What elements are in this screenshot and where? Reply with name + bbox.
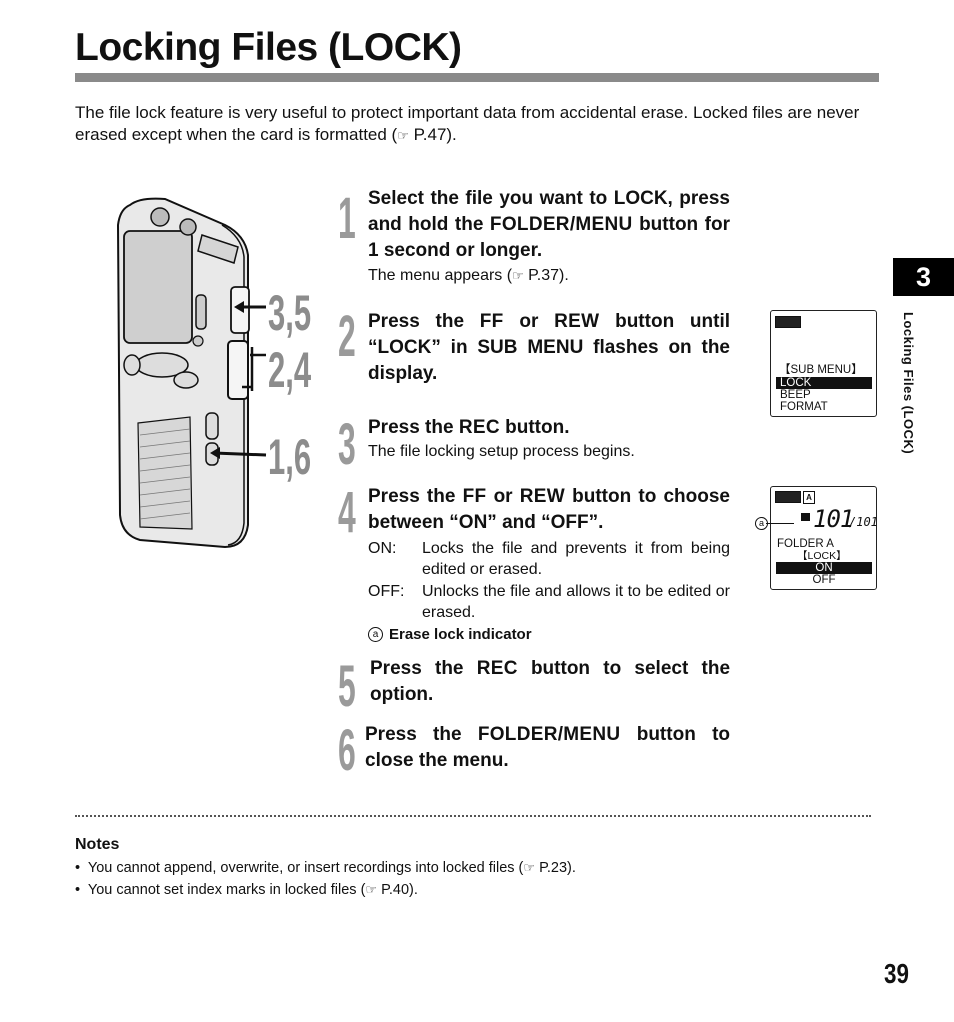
step-4-keyword-rew: REW: [519, 486, 565, 507]
step-4-text-a: Press the: [368, 486, 463, 507]
step-4-keyword-ff: FF: [462, 486, 487, 507]
on-label: ON:: [368, 540, 397, 557]
note-text-a: You cannot append, overwrite, or insert …: [87, 860, 524, 876]
step-3-keyword: REC: [458, 417, 500, 438]
title-rule: [75, 73, 879, 82]
lcd-folder-label: FOLDER A: [777, 538, 834, 550]
step-1-sub-a: The menu appears (: [368, 267, 513, 284]
step-1-heading: Select the file you want to LOCK, press …: [368, 186, 730, 264]
step-5-text-b: button to select the option.: [370, 658, 731, 705]
step-5-heading: Press the REC button to select the optio…: [370, 656, 730, 708]
step-number-6: 6: [338, 718, 356, 783]
step-1-text-b: button for 1 second or longer.: [368, 214, 730, 261]
erase-lock-legend: a Erase lock indicator: [368, 626, 730, 643]
note-item: • You cannot append, overwrite, or inser…: [75, 860, 576, 876]
lcd-lock-label: 【LOCK】: [797, 550, 847, 562]
step-4-text-mid: or: [486, 486, 520, 507]
marker-leader-line: [766, 523, 794, 524]
step-4-on-row: ON: Locks the file and prevents it from …: [368, 538, 730, 580]
page-number: 39: [884, 958, 909, 989]
step-1-sub-b: P.37).: [523, 267, 569, 284]
step-6: Press the FOLDER/MENU button to close th…: [365, 722, 730, 774]
step-number-4: 4: [338, 480, 356, 545]
erase-lock-label: Erase lock indicator: [389, 626, 532, 643]
note-item: • You cannot set index marks in locked f…: [75, 882, 418, 898]
step-4-off-row: OFF: Unlocks the file and allows it to b…: [368, 581, 730, 623]
step-4: Press the FF or REW button to choose bet…: [368, 484, 730, 643]
erase-lock-icon: [801, 513, 810, 521]
callout-2-4: 2,4: [268, 342, 312, 398]
reference-icon: ☞: [397, 128, 409, 143]
callout-3-5: 3,5: [268, 285, 312, 341]
lcd-sub-menu: 【SUB MENU】 LOCK BEEP FORMAT: [770, 310, 877, 417]
note-text-b: P.40).: [377, 882, 418, 898]
notes-separator: [75, 815, 871, 817]
step-3: Press the REC button. The file locking s…: [368, 415, 730, 462]
step-4-text-b: button to choose between “ON” and “OFF”.: [368, 486, 730, 533]
step-1: Select the file you want to LOCK, press …: [368, 186, 730, 286]
bullet: •: [75, 860, 81, 876]
step-2-keyword-rew: REW: [554, 311, 600, 332]
lcd-sub-menu-header: 【SUB MENU】: [779, 364, 863, 376]
step-6-text-a: Press the: [365, 724, 478, 745]
recorder-illustration: [116, 197, 267, 549]
chapter-tab-label: Locking Files (LOCK): [901, 312, 916, 455]
step-2-text-a: Press the: [368, 311, 480, 332]
lcd-counter-total: /101: [849, 515, 878, 529]
lcd-counter: 101: [813, 505, 854, 533]
battery-icon: [775, 316, 801, 328]
on-description: Locks the file and prevents it from bein…: [422, 540, 730, 578]
note-text-a: You cannot set index marks in locked fil…: [87, 882, 366, 898]
bullet: •: [75, 882, 81, 898]
reference-icon: ☞: [523, 860, 536, 875]
step-2: Press the FF or REW button until “LOCK” …: [368, 309, 730, 387]
step-6-heading: Press the FOLDER/MENU button to close th…: [365, 722, 730, 774]
battery-icon: [775, 491, 801, 503]
lcd-item-beep: BEEP: [780, 389, 811, 401]
step-5-keyword: REC: [476, 658, 518, 679]
lcd-item-format: FORMAT: [780, 401, 828, 413]
step-5-text-a: Press the: [370, 658, 477, 679]
step-3-text-b: button.: [499, 417, 570, 438]
step-2-text-mid: or: [503, 311, 555, 332]
off-description: Unlocks the file and allows it to be edi…: [422, 583, 730, 621]
page-title: Locking Files (LOCK): [75, 26, 462, 69]
step-3-text-a: Press the: [368, 417, 459, 438]
reference-icon: ☞: [365, 882, 378, 897]
step-number-5: 5: [338, 654, 356, 719]
callout-1-6: 1,6: [268, 429, 312, 485]
step-1-text-a: Select the file you want to LOCK, press …: [368, 188, 730, 235]
step-2-text-b: button until “LOCK” in SUB MENU flashes …: [368, 311, 731, 384]
step-2-keyword-ff: FF: [479, 311, 504, 332]
step-6-keyword: FOLDER/MENU: [477, 724, 621, 745]
marker-a-icon: a: [368, 627, 383, 642]
intro-text: The file lock feature is very useful to …: [75, 103, 860, 144]
notes-title: Notes: [75, 836, 120, 853]
step-1-keyword: FOLDER/MENU: [489, 214, 633, 235]
step-3-heading: Press the REC button.: [368, 415, 730, 441]
intro-paragraph: The file lock feature is very useful to …: [75, 102, 881, 147]
step-1-sub: The menu appears (☞ P.37).: [368, 265, 730, 286]
reference-icon: ☞: [512, 268, 524, 283]
step-4-heading: Press the FF or REW button to choose bet…: [368, 484, 730, 536]
step-2-heading: Press the FF or REW button until “LOCK” …: [368, 309, 730, 387]
lcd-item-lock: LOCK: [776, 377, 872, 389]
lcd-option-off: OFF: [812, 574, 836, 586]
step-3-sub: The file locking setup process begins.: [368, 443, 635, 460]
chapter-tab: 3: [893, 258, 954, 296]
note-text-b: P.23).: [535, 860, 576, 876]
intro-ref: P.47).: [408, 125, 457, 144]
folder-a-icon: A: [803, 491, 815, 504]
step-6-text-b: button to close the menu.: [365, 724, 730, 771]
lcd-option-on: ON: [776, 562, 872, 574]
lcd-lock-option: A 101 /101 FOLDER A 【LOCK】 ON OFF: [770, 486, 878, 590]
step-5: Press the REC button to select the optio…: [370, 656, 730, 708]
step-number-3: 3: [338, 412, 356, 477]
step-number-2: 2: [338, 304, 356, 369]
off-label: OFF:: [368, 583, 405, 600]
step-number-1: 1: [338, 186, 356, 251]
